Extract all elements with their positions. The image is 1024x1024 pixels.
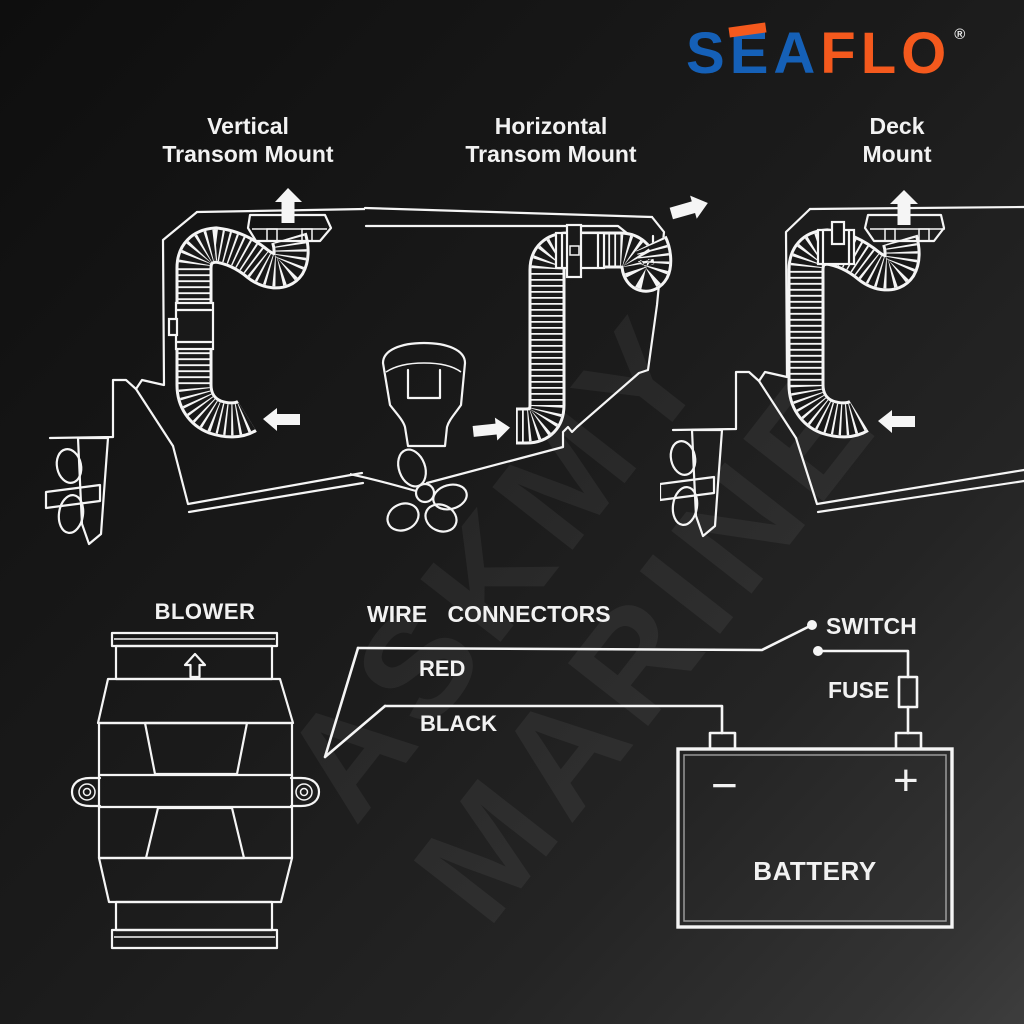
title-vertical-transom-mount: Vertical Transom Mount bbox=[162, 113, 334, 167]
horizontal-transom-mount-diagram bbox=[350, 195, 708, 533]
outboard-motor-outline bbox=[660, 428, 724, 538]
outboard-motor-outline bbox=[44, 436, 110, 546]
blower-direction-arrow-icon bbox=[183, 652, 207, 679]
deck-vent-housing bbox=[246, 213, 333, 243]
blower-product-drawing bbox=[70, 631, 321, 950]
airflow-exhaust-up-arrow-icon bbox=[275, 188, 302, 223]
logo-letter-f: F bbox=[820, 21, 856, 86]
boat-stern-outline bbox=[48, 207, 365, 514]
logo-letter-o: O bbox=[901, 21, 947, 86]
inline-blower-unit bbox=[554, 223, 606, 279]
battery-terminal-negative bbox=[708, 731, 737, 751]
airflow-intake-left-arrow-icon bbox=[878, 410, 915, 433]
airflow-intake-left-arrow-icon bbox=[263, 408, 300, 431]
blower-hose bbox=[516, 231, 673, 445]
boat-stern-outline bbox=[671, 205, 1024, 514]
switch-contact-dot bbox=[813, 646, 823, 656]
airflow-intake-right-arrow-icon bbox=[472, 417, 510, 441]
brand-logo: S E A F L O ® bbox=[686, 21, 966, 86]
blower-hose bbox=[787, 228, 921, 439]
battery-outline bbox=[676, 731, 954, 929]
inline-blower-unit bbox=[167, 301, 215, 351]
blower-mounting-ear-left bbox=[70, 776, 102, 808]
registered-trademark-icon: ® bbox=[954, 26, 966, 43]
logo-letter-e: E bbox=[728, 21, 769, 86]
wire-leader-lines bbox=[323, 646, 387, 759]
deck-mount-diagram bbox=[660, 190, 1024, 538]
battery-terminal-positive bbox=[894, 731, 923, 751]
switch-label: SWITCH bbox=[826, 613, 917, 639]
airflow-exhaust-right-arrow-icon bbox=[669, 195, 708, 220]
battery-label: BATTERY bbox=[753, 856, 877, 886]
logo-letter-s: S bbox=[686, 21, 725, 86]
battery-positive-symbol: + bbox=[893, 756, 919, 805]
vertical-transom-mount-diagram bbox=[44, 188, 365, 546]
airflow-exhaust-up-arrow-icon bbox=[890, 190, 918, 225]
blower-label: BLOWER bbox=[154, 599, 256, 624]
inline-blower-unit bbox=[816, 220, 856, 266]
sterndrive-outline bbox=[381, 341, 467, 448]
logo-letter-l: L bbox=[860, 21, 897, 86]
blower-hose bbox=[175, 226, 310, 439]
deck-vent-housing bbox=[863, 213, 946, 243]
blower-body bbox=[96, 677, 295, 904]
propeller-outline bbox=[386, 448, 468, 533]
switch-contact-dot bbox=[807, 620, 817, 630]
fuse-label: FUSE bbox=[828, 677, 890, 703]
fuse-symbol bbox=[897, 675, 919, 709]
blower-mounting-ear-right bbox=[289, 776, 321, 808]
red-wire-label: RED bbox=[419, 656, 466, 681]
battery-negative-symbol: − bbox=[711, 759, 738, 811]
red-wire bbox=[356, 620, 910, 735]
blower-bottom-port bbox=[110, 900, 279, 950]
wiring-diagram bbox=[323, 620, 954, 929]
wire-connectors-label: WIRE CONNECTORS bbox=[367, 601, 611, 627]
black-wire-label: BLACK bbox=[420, 711, 497, 736]
black-wire bbox=[383, 704, 724, 735]
logo-letter-a: A bbox=[773, 21, 816, 86]
title-deck-mount: Deck Mount bbox=[862, 113, 932, 167]
title-horizontal-transom-mount: Horizontal Transom Mount bbox=[465, 113, 637, 167]
